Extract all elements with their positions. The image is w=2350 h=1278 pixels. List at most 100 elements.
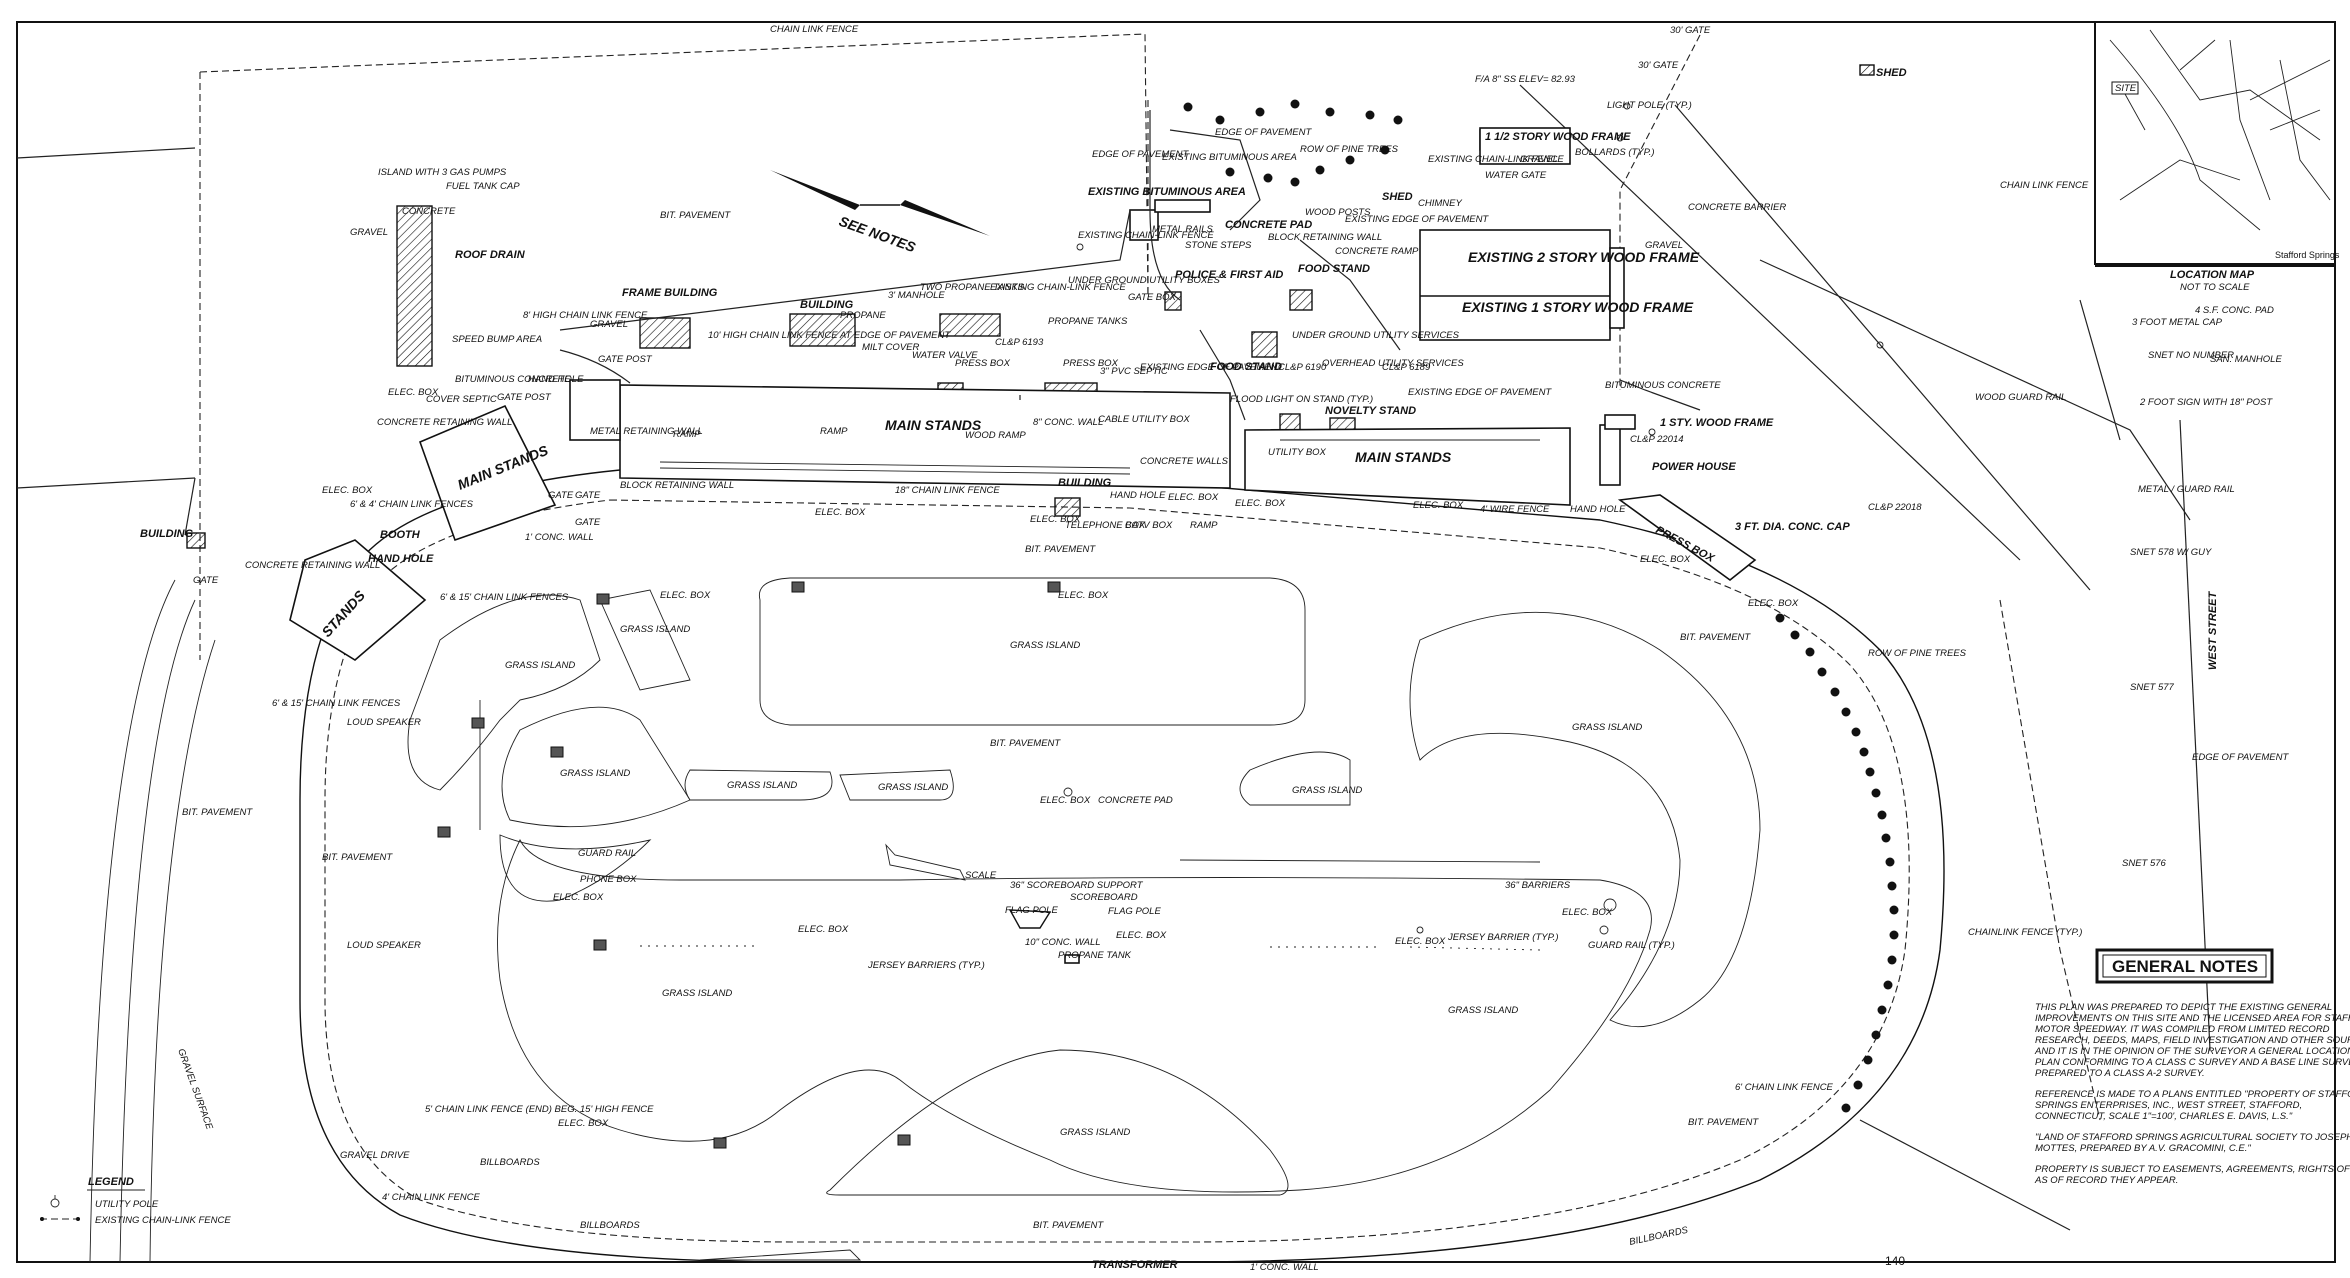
label-propane-tanks: PROPANE TANKS — [1048, 316, 1128, 327]
label-press-box-b: PRESS BOX — [1063, 358, 1119, 369]
label-water-gate: WATER GATE — [1485, 170, 1547, 181]
pine-tree — [1841, 1103, 1851, 1113]
label-clp-22018: CL&P 22018 — [1868, 502, 1922, 513]
label-flood-light: FLOOD LIGHT ON STAND (TYP.) — [1230, 394, 1373, 405]
label-grass-island-3: GRASS ISLAND — [1010, 640, 1080, 651]
label-billboards-c: BILLBOARDS — [1628, 1225, 1689, 1248]
label-food-stand-mid: FOOD STAND — [1210, 361, 1282, 373]
label-elec-box-13: ELEC. BOX — [798, 924, 849, 935]
north-arrow — [770, 170, 990, 236]
infield-islands — [407, 577, 1761, 1196]
label-bollards: BOLLARDS (TYP.) — [1575, 147, 1655, 158]
label-chainlink-fence-typ: CHAINLINK FENCE (TYP.) — [1968, 927, 2082, 938]
label-wire-fence: 4' WIRE FENCE — [1480, 504, 1550, 515]
label-clp-6189: CL&P 6189 — [1382, 362, 1431, 373]
label-gate-box: GATE BOX — [1128, 292, 1177, 303]
label-see-notes: SEE NOTES — [837, 213, 918, 256]
label-utility-box: UTILITY BOX — [1268, 447, 1327, 458]
label-concrete-ramp: CONCRETE RAMP — [1335, 246, 1419, 257]
label-elec-box-2: ELEC. BOX — [1030, 514, 1081, 525]
label-edge-pavement-top: EDGE OF PAVEMENT — [1215, 127, 1312, 138]
label-scale: SCALE — [965, 870, 997, 881]
label-grass-island-6: GRASS ISLAND — [878, 782, 948, 793]
pine-tree — [1345, 155, 1355, 165]
legend: LEGEND UTILITY POLE EXISTING CHAIN-LINK … — [88, 1176, 231, 1226]
label-booth: BOOTH — [380, 529, 421, 541]
label-grass-island-5: GRASS ISLAND — [727, 780, 797, 791]
label-snet-577: SNET 577 — [2130, 682, 2175, 693]
label-power-house: POWER HOUSE — [1652, 461, 1736, 473]
label-fuel-tank-cap: FUEL TANK CAP — [446, 181, 520, 192]
pine-tree — [1859, 747, 1869, 757]
label-cover-septic: COVER SEPTIC — [426, 394, 497, 405]
label-san-manhole: SAN. MANHOLE — [2210, 354, 2282, 365]
label-stone-steps: STONE STEPS — [1185, 240, 1252, 251]
label-overhead-utility: OVERHEAD UTILITY SERVICES — [1322, 358, 1464, 369]
label-elec-box-14: ELEC. BOX — [1395, 936, 1446, 947]
label-gravel-a: GRAVEL — [1520, 154, 1558, 165]
label-building-w: BUILDING — [140, 528, 194, 540]
label-bit-concrete: BITUMINOUS CONCRETE — [455, 374, 571, 385]
label-bit-pavement-center: BIT. PAVEMENT — [990, 738, 1061, 749]
pine-tree — [1841, 707, 1851, 717]
plan-labels: CHAIN LINK FENCE 30' GATE 30' GATE SHED … — [140, 24, 2289, 1273]
legend-symbols — [40, 1189, 145, 1221]
pine-tree — [1887, 955, 1897, 965]
label-fence-5-15: 5' CHAIN LINK FENCE (END) BEG. 15' HIGH … — [425, 1104, 654, 1115]
label-novelty-stand: NOVELTY STAND — [1325, 405, 1416, 417]
label-metal-retaining-wall: METAL RETAINING WALL — [590, 426, 703, 437]
label-clp-22014: CL&P 22014 — [1630, 434, 1684, 445]
label-bldg-1half: 1 1/2 STORY WOOD FRAME — [1485, 131, 1631, 143]
label-concrete-barrier: CONCRETE BARRIER — [1688, 202, 1786, 213]
label-two-propane: TWO PROPANE TANKS — [920, 282, 1025, 293]
label-elec-box-11: ELEC. BOX — [553, 892, 604, 903]
label-loud-speaker-a: LOUD SPEAKER — [347, 717, 421, 728]
label-ramp-a: RAMP — [673, 429, 701, 440]
label-existing-1-story: EXISTING 1 STORY WOOD FRAME — [1462, 299, 1694, 315]
label-gravel-w: GRAVEL — [350, 227, 388, 238]
label-elec-box-9: ELEC. BOX — [1058, 590, 1109, 601]
label-guard-rail: GUARD RAIL — [578, 848, 636, 859]
label-row-pine-east: ROW OF PINE TREES — [1868, 648, 1967, 659]
label-snet-578: SNET 578 W/ GUY — [2130, 547, 2212, 558]
label-elec-box-15: ELEC. BOX — [1562, 907, 1613, 918]
label-existing-edge-pavement: EXISTING EDGE OF PAVEMENT — [1345, 214, 1489, 225]
label-grass-island-7: GRASS ISLAND — [1292, 785, 1362, 796]
label-roof-drain: ROOF DRAIN — [455, 249, 526, 261]
racetrack-outline — [89, 469, 1945, 1263]
label-grass-island-10: GRASS ISLAND — [1448, 1005, 1518, 1016]
label-bit-pavement-top: BIT. PAVEMENT — [660, 210, 731, 221]
label-gate-b: GATE — [575, 490, 601, 501]
pine-tree — [1889, 905, 1899, 915]
pine-tree — [1263, 173, 1273, 183]
label-jersey-barrier: JERSEY BARRIER (TYP.) — [1447, 932, 1559, 943]
label-press-box-a: PRESS BOX — [955, 358, 1011, 369]
pine-tree — [1325, 107, 1335, 117]
label-hand-hole-c: HAND HOLE — [1570, 504, 1626, 515]
label-pvc-septic: 3" PVC SEPTIC — [1100, 366, 1168, 377]
label-propane-tank: PROPANE TANK — [1058, 950, 1132, 961]
label-sheet-num: 140 — [1885, 1254, 1905, 1268]
label-chimney: CHIMNEY — [1418, 198, 1462, 209]
pine-tree — [1290, 177, 1300, 187]
label-scoreboard: SCOREBOARD — [1070, 892, 1138, 903]
general-notes-paragraph: THIS PLAN WAS PREPARED TO DEPICT THE EXI… — [2034, 1002, 2350, 1079]
label-elec-box-w: ELEC. BOX — [388, 387, 439, 398]
pine-tree — [1215, 115, 1225, 125]
label-billboards-b: BILLBOARDS — [580, 1220, 640, 1231]
label-block-retaining-wall-top: BLOCK RETAINING WALL — [1268, 232, 1382, 243]
catch-basins — [437, 581, 1061, 1149]
label-loud-speaker-b: LOUD SPEAKER — [347, 940, 421, 951]
label-fences-6-15-b: 6' & 15' CHAIN LINK FENCES — [272, 698, 401, 709]
label-row-pine-top: ROW OF PINE TREES — [1300, 144, 1399, 155]
label-conc-cap: 3 FT. DIA. CONC. CAP — [1735, 521, 1850, 533]
structures — [289, 127, 1757, 661]
label-grass-island-1: GRASS ISLAND — [505, 660, 575, 671]
label-propane: PROPANE — [840, 310, 886, 321]
label-hand-hole-b: HAND HOLE — [1110, 490, 1166, 501]
label-speed-bump: SPEED BUMP AREA — [452, 334, 542, 345]
label-existing-chainlink-fence-b: EXISTING CHAIN-LINK FENCE — [1078, 230, 1214, 241]
label-concrete-pad: CONCRETE PAD — [1098, 795, 1173, 806]
pine-tree — [1871, 1030, 1881, 1040]
label-barriers-36: 36" BARRIERS — [1505, 880, 1571, 891]
